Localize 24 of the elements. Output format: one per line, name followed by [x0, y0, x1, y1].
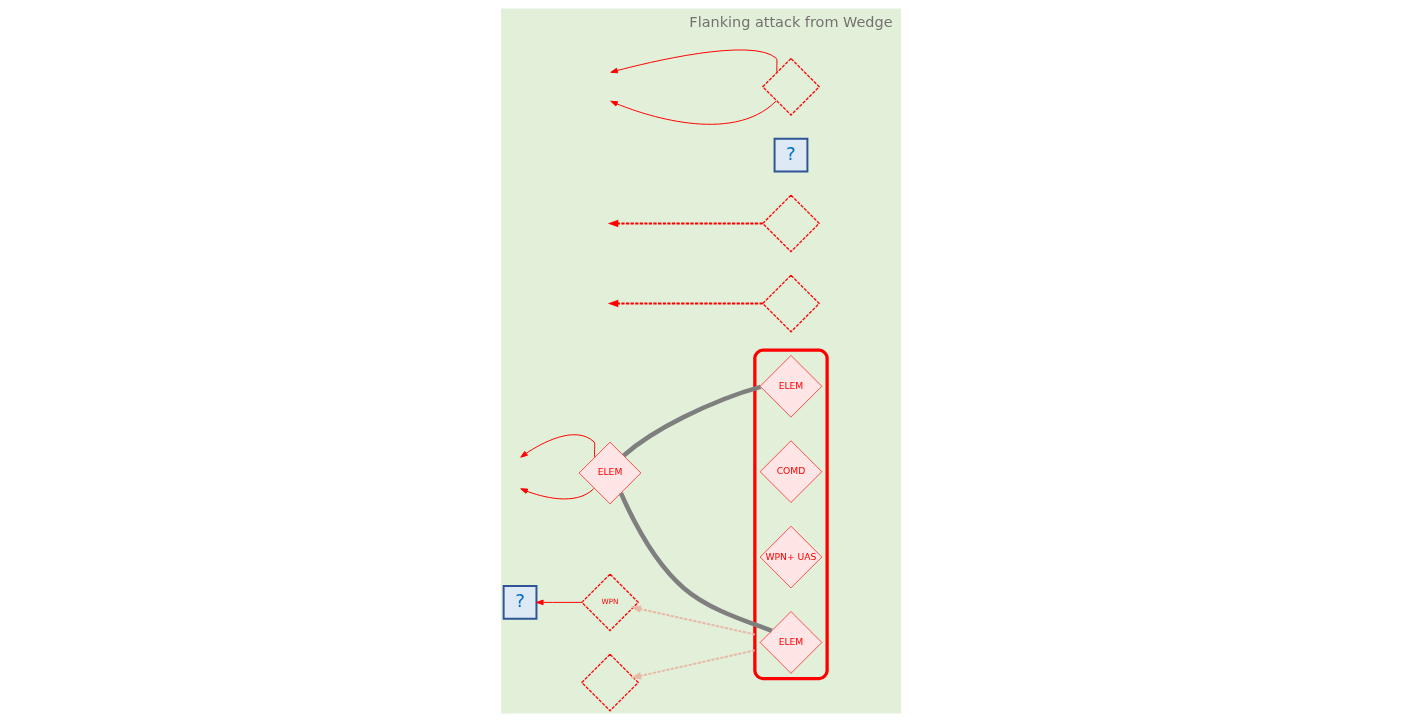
- node-diamond: [761, 194, 820, 253]
- connector: [618, 492, 773, 633]
- node-diamond: [761, 274, 820, 333]
- arrow: [630, 605, 756, 636]
- connector: [621, 384, 761, 458]
- node-diamond: [580, 653, 639, 712]
- label: Flanking attack from Wedge: [688, 13, 893, 30]
- node-diamond: ELEM: [578, 441, 641, 505]
- arrow: [607, 219, 764, 228]
- node-diamond: WPN+ UAS: [759, 525, 822, 589]
- node-box: ?: [773, 137, 808, 173]
- node-diamond: [761, 57, 820, 116]
- arrow: [609, 49, 778, 74]
- node-box: ?: [502, 584, 537, 620]
- node-diamond: COMD: [759, 440, 822, 503]
- arrow: [609, 100, 776, 125]
- arrow: [607, 299, 764, 308]
- arrow: [519, 434, 595, 458]
- cluster: [752, 348, 829, 681]
- arrow: [535, 599, 582, 606]
- node-diamond: ELEM: [759, 355, 822, 418]
- arrow: [630, 649, 756, 680]
- node-diamond: ELEM: [759, 611, 822, 674]
- arrow: [519, 488, 594, 500]
